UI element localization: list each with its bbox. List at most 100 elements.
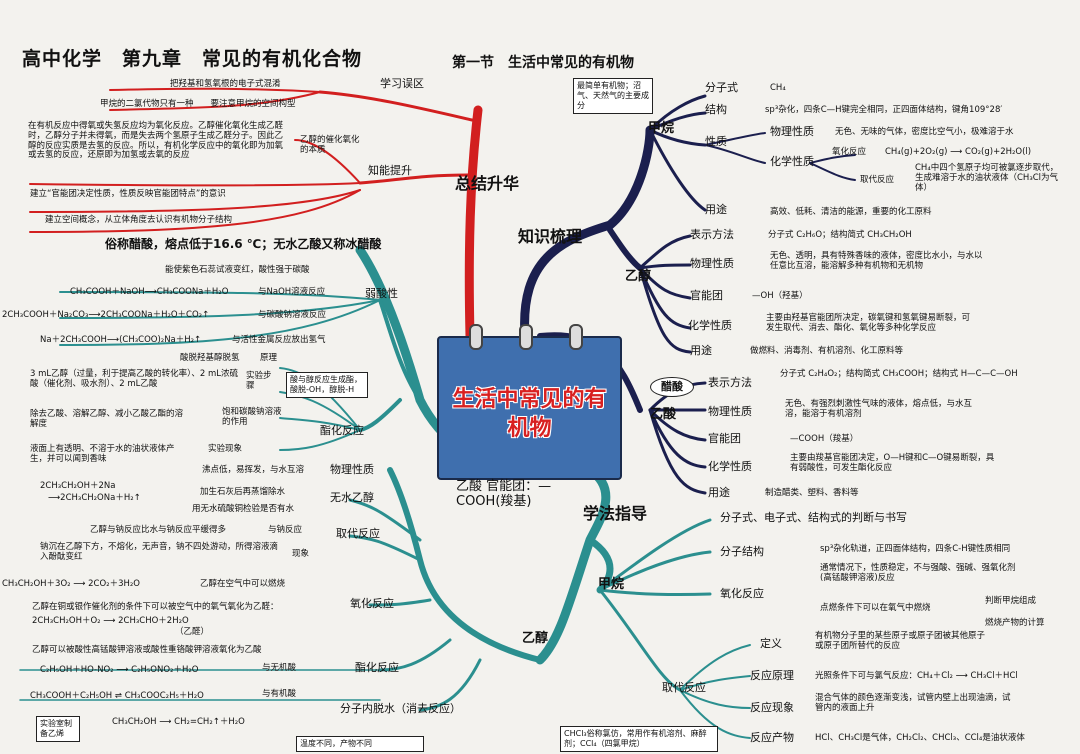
steps-text: 3 mL乙醇（过量，利于提高乙酸的转化率）、2 mL浓硫酸（催化剂、吸水剂）、2… xyxy=(30,369,239,389)
acid-expr-label: 表示方法 xyxy=(708,376,752,389)
ethanol-fg: —OH（羟基） xyxy=(752,291,808,301)
mistake-2: 甲烷的二氯代物只有一种 要注意甲烷的空间构型 xyxy=(100,99,296,109)
phen-text: 混合气体的颜色逐渐变浅，试管内壁上出现油滴，试管内的液面上升 xyxy=(815,693,1011,713)
ethanol-use: 做燃料、消毒剂、有机溶剂、化工原料等 xyxy=(750,346,904,356)
ethanol-phys: 无色、透明，具有特殊香味的液体，密度比水小，与水以任意比互溶，能溶解多种有机物和… xyxy=(770,251,983,271)
binder-ring xyxy=(519,324,533,350)
ethanol-method-node: 乙醇 xyxy=(522,631,549,646)
weak-acid-eq3: Na＋2CH₃COOH⟶(CH₃COO)₂Na＋H₂↑ xyxy=(40,335,202,345)
acid-use-label: 用途 xyxy=(708,486,730,499)
acid-phys-label: 物理性质 xyxy=(708,405,752,418)
binder-ring xyxy=(569,324,583,350)
na2co3-label: 饱和碳酸钠溶液的作用 xyxy=(222,407,282,427)
weak-acid-eq3-note: 与活性金属反应放出氢气 xyxy=(232,335,326,345)
ethanol-ox-text-2: 乙醇可以被酸性高锰酸钾溶液或酸性重铬酸钾溶液氧化为乙酸 xyxy=(32,645,262,655)
methane-ox: CH₄(g)+2O₂(g) ⟶ CO₂(g)+2H₂O(l) xyxy=(885,147,1032,157)
acid-ester-label: 酯化反应 xyxy=(320,424,364,437)
sub-na-label: 与钠反应 xyxy=(268,525,303,535)
methane-ox-judge-1: 判断甲烷组成 xyxy=(985,596,1037,606)
sub-na-text: 乙醇与钠反应比水与钠反应平缓得多 xyxy=(90,525,227,535)
lab-prep-box: 实验室制备乙烯 xyxy=(36,716,80,742)
ethanol-subst-label: 取代反应 xyxy=(336,527,380,540)
concept-1: 建立“官能团决定性质，性质反映官能团特点”的意识 xyxy=(30,189,226,199)
phen-label: 反应现象 xyxy=(750,701,794,714)
acid-phys: 无色、有强烈刺激性气味的液体，熔点低，与水互溶，能溶于有机溶剂 xyxy=(785,399,973,419)
learn-mistakes-label: 学习误区 xyxy=(380,77,424,90)
methane-structure-label: 结构 xyxy=(705,103,727,116)
ethanol-ester-label: 酯化反应 xyxy=(355,661,399,674)
burn-eq: CH₃CH₂OH＋3O₂ ⟶ 2CO₂＋3H₂O xyxy=(2,579,140,589)
prod-text: HCl、CH₃Cl是气体，CH₂Cl₂、CHCl₃、CCl₄是油状液体 xyxy=(815,733,1025,743)
methane-struct-text: sp³杂化轨道，正四面体结构，四条C-H键性质相同 xyxy=(820,544,1011,554)
methane-use-label: 用途 xyxy=(705,203,727,216)
acid-expr: 分子式 C₂H₄O₂；结构简式 CH₃COOH；结构式 H—C—C—OH xyxy=(780,369,1018,379)
weak-acid-eq2-note: 与碳酸钠溶液反应 xyxy=(258,310,327,320)
est-eq-2-note: 与有机酸 xyxy=(262,689,297,699)
weak-acid-label: 弱酸性 xyxy=(365,287,398,300)
mistake-1: 把羟基和氢氧根的电子式混淆 xyxy=(170,79,281,89)
est-eq-1: C₂H₅OH＋HO-NO₂ ⟶ C₂H₅ONO₂＋H₂O xyxy=(40,665,199,675)
acid-header: 俗称醋酸，熔点低于16.6 ℃；无水乙酸又称冰醋酸 xyxy=(105,237,382,251)
acid-fg-note: 乙酸 官能团：—COOH(羧基) xyxy=(456,479,552,509)
acid-chem-label: 化学性质 xyxy=(708,460,752,473)
methane-sub: CH₄中四个氢原子均可被氯逐步取代，生成难溶于水的油状液体（CH₃Cl为气体） xyxy=(915,163,1059,193)
weak-acid-eq1: CH₃COOH＋NaOH⟶CH₃COONa＋H₂O xyxy=(70,287,229,297)
acid-use: 制造醋类、塑料、香料等 xyxy=(765,488,859,498)
ability-text: 在有机反应中得氧或失氢反应均为氧化反应。乙醇催化氧化生成乙醛时，乙醇分子并未得氧… xyxy=(28,121,284,161)
anhydrous-2: 用无水硫酸铜检验是否有水 xyxy=(192,504,295,514)
ethanol-phys-label-left: 物理性质 xyxy=(330,463,374,476)
methane-method-node: 甲烷 xyxy=(598,577,625,592)
prod-label: 反应产物 xyxy=(750,731,794,744)
eq-na-1: 2CH₃CH₂OH＋2Na xyxy=(40,481,116,491)
acid-alias-oval: 醋酸 xyxy=(650,377,694,397)
methane-ox-judge-2: 燃烧产物的计算 xyxy=(985,618,1045,628)
phenomenon-text: 液面上有透明、不溶于水的油状液体产生，并可以闻到香味 xyxy=(30,444,175,464)
steps-note-box: 酸与醇反应生成酯，酸脱-OH，醇脱-H xyxy=(286,372,368,398)
ethanol-use-label: 用途 xyxy=(690,344,712,357)
branch-knowledge: 知识梳理 xyxy=(518,227,583,246)
acid-fg-label: 官能团 xyxy=(708,432,741,445)
methane-ox-text-m: 通常情况下，性质稳定，不与强酸、强碱、强氧化剂(高锰酸钾溶液)反应 xyxy=(820,563,1016,583)
ability-label: 知能提升 xyxy=(368,164,412,177)
page-title: 高中化学 第九章 常见的有机化合物 xyxy=(22,48,363,70)
center-node: 生活中常见的有机物 xyxy=(437,324,622,480)
methane-formula: CH₄ xyxy=(770,83,786,93)
steps-label: 实验步骤 xyxy=(246,371,272,391)
ethanol-chem-label: 化学性质 xyxy=(688,319,732,332)
weak-acid-eq2: 2CH₃COOH＋Na₂CO₃⟶2CH₃COONa＋H₂O＋CO₂↑ xyxy=(2,310,210,320)
methane-use: 高效、低耗、清洁的能源，重要的化工原料 xyxy=(770,207,932,217)
methane-ox-fire: 点燃条件下可以在氧气中燃烧 xyxy=(820,603,931,613)
methane-struct-label: 分子结构 xyxy=(720,545,764,558)
principle-text: 酸脱羟基醇脱氢 xyxy=(180,353,240,363)
na2co3-text: 除去乙酸、溶解乙醇、减小乙酸乙酯的溶解度 xyxy=(30,409,184,429)
est-eq-2: CH₃COOH＋C₂H₅OH ⇌ CH₃COOC₂H₅＋H₂O xyxy=(30,691,204,701)
branch-method: 学法指导 xyxy=(583,504,648,523)
ethanol-expr-label: 表示方法 xyxy=(690,228,734,241)
methane-sub-label-m: 取代反应 xyxy=(662,681,706,694)
burn-note: 乙醇在空气中可以燃烧 xyxy=(200,579,286,589)
ethanol-phys-text-left: 沸点低，易挥发，与水互溶 xyxy=(202,465,305,475)
ethanol-ox-text: 乙醇在铜或银作催化剂的条件下可以被空气中的氧气氧化为乙醛： xyxy=(32,602,279,612)
ethanol-chem: 主要由羟基官能团所决定，碳氧键和氢氧键易断裂，可发生取代、消去、酯化、氧化等多种… xyxy=(766,313,971,333)
def-text: 有机物分子里的某些原子或原子团被其他原子或原子团所替代的反应 xyxy=(815,631,986,651)
phenomenon-label: 实验现象 xyxy=(208,444,243,454)
acid-chem: 主要由羧基官能团决定，O—H键和C—O键易断裂，具有弱酸性，可发生酯化反应 xyxy=(790,453,995,473)
elimination-label: 分子内脱水（消去反应） xyxy=(340,702,461,715)
ethanol-ox-label: 氧化反应 xyxy=(350,597,394,610)
acid-fg: —COOH（羧基） xyxy=(790,434,859,444)
eq-na-2: ⟶2CH₃CH₂ONa＋H₂↑ xyxy=(48,493,141,503)
ethanol-phys-label: 物理性质 xyxy=(690,257,734,270)
weak-acid-head: 能使紫色石蕊试液变红，酸性强于碳酸 xyxy=(165,265,310,275)
phenomenon-text-2: 钠沉在乙醇下方，不熔化，无声音，钠不四处游动，所得溶液滴入酚酞变红 xyxy=(40,542,279,562)
concept-2: 建立空间概念，从立体角度去认识有机物分子结构 xyxy=(45,215,233,225)
methane-phys: 无色、无味的气体，密度比空气小，极难溶于水 xyxy=(835,127,1014,137)
prin-label: 反应原理 xyxy=(750,669,794,682)
methane-sub-label: 取代反应 xyxy=(860,175,895,185)
methane-structure: sp³杂化，四条C—H键完全相同，正四面体结构，键角109°28′ xyxy=(765,105,1003,115)
methane-ox-label: 氧化反应 xyxy=(832,147,867,157)
ethanol-expr: 分子式 C₂H₆O；结构简式 CH₃CH₂OH xyxy=(768,230,912,240)
anhydrous-1: 加生石灰后再蒸馏除水 xyxy=(200,487,286,497)
principle-label: 原理 xyxy=(260,353,278,363)
methane-chem-label: 化学性质 xyxy=(770,155,814,168)
ethanol-ox-eq-note: （乙醛） xyxy=(175,627,210,637)
